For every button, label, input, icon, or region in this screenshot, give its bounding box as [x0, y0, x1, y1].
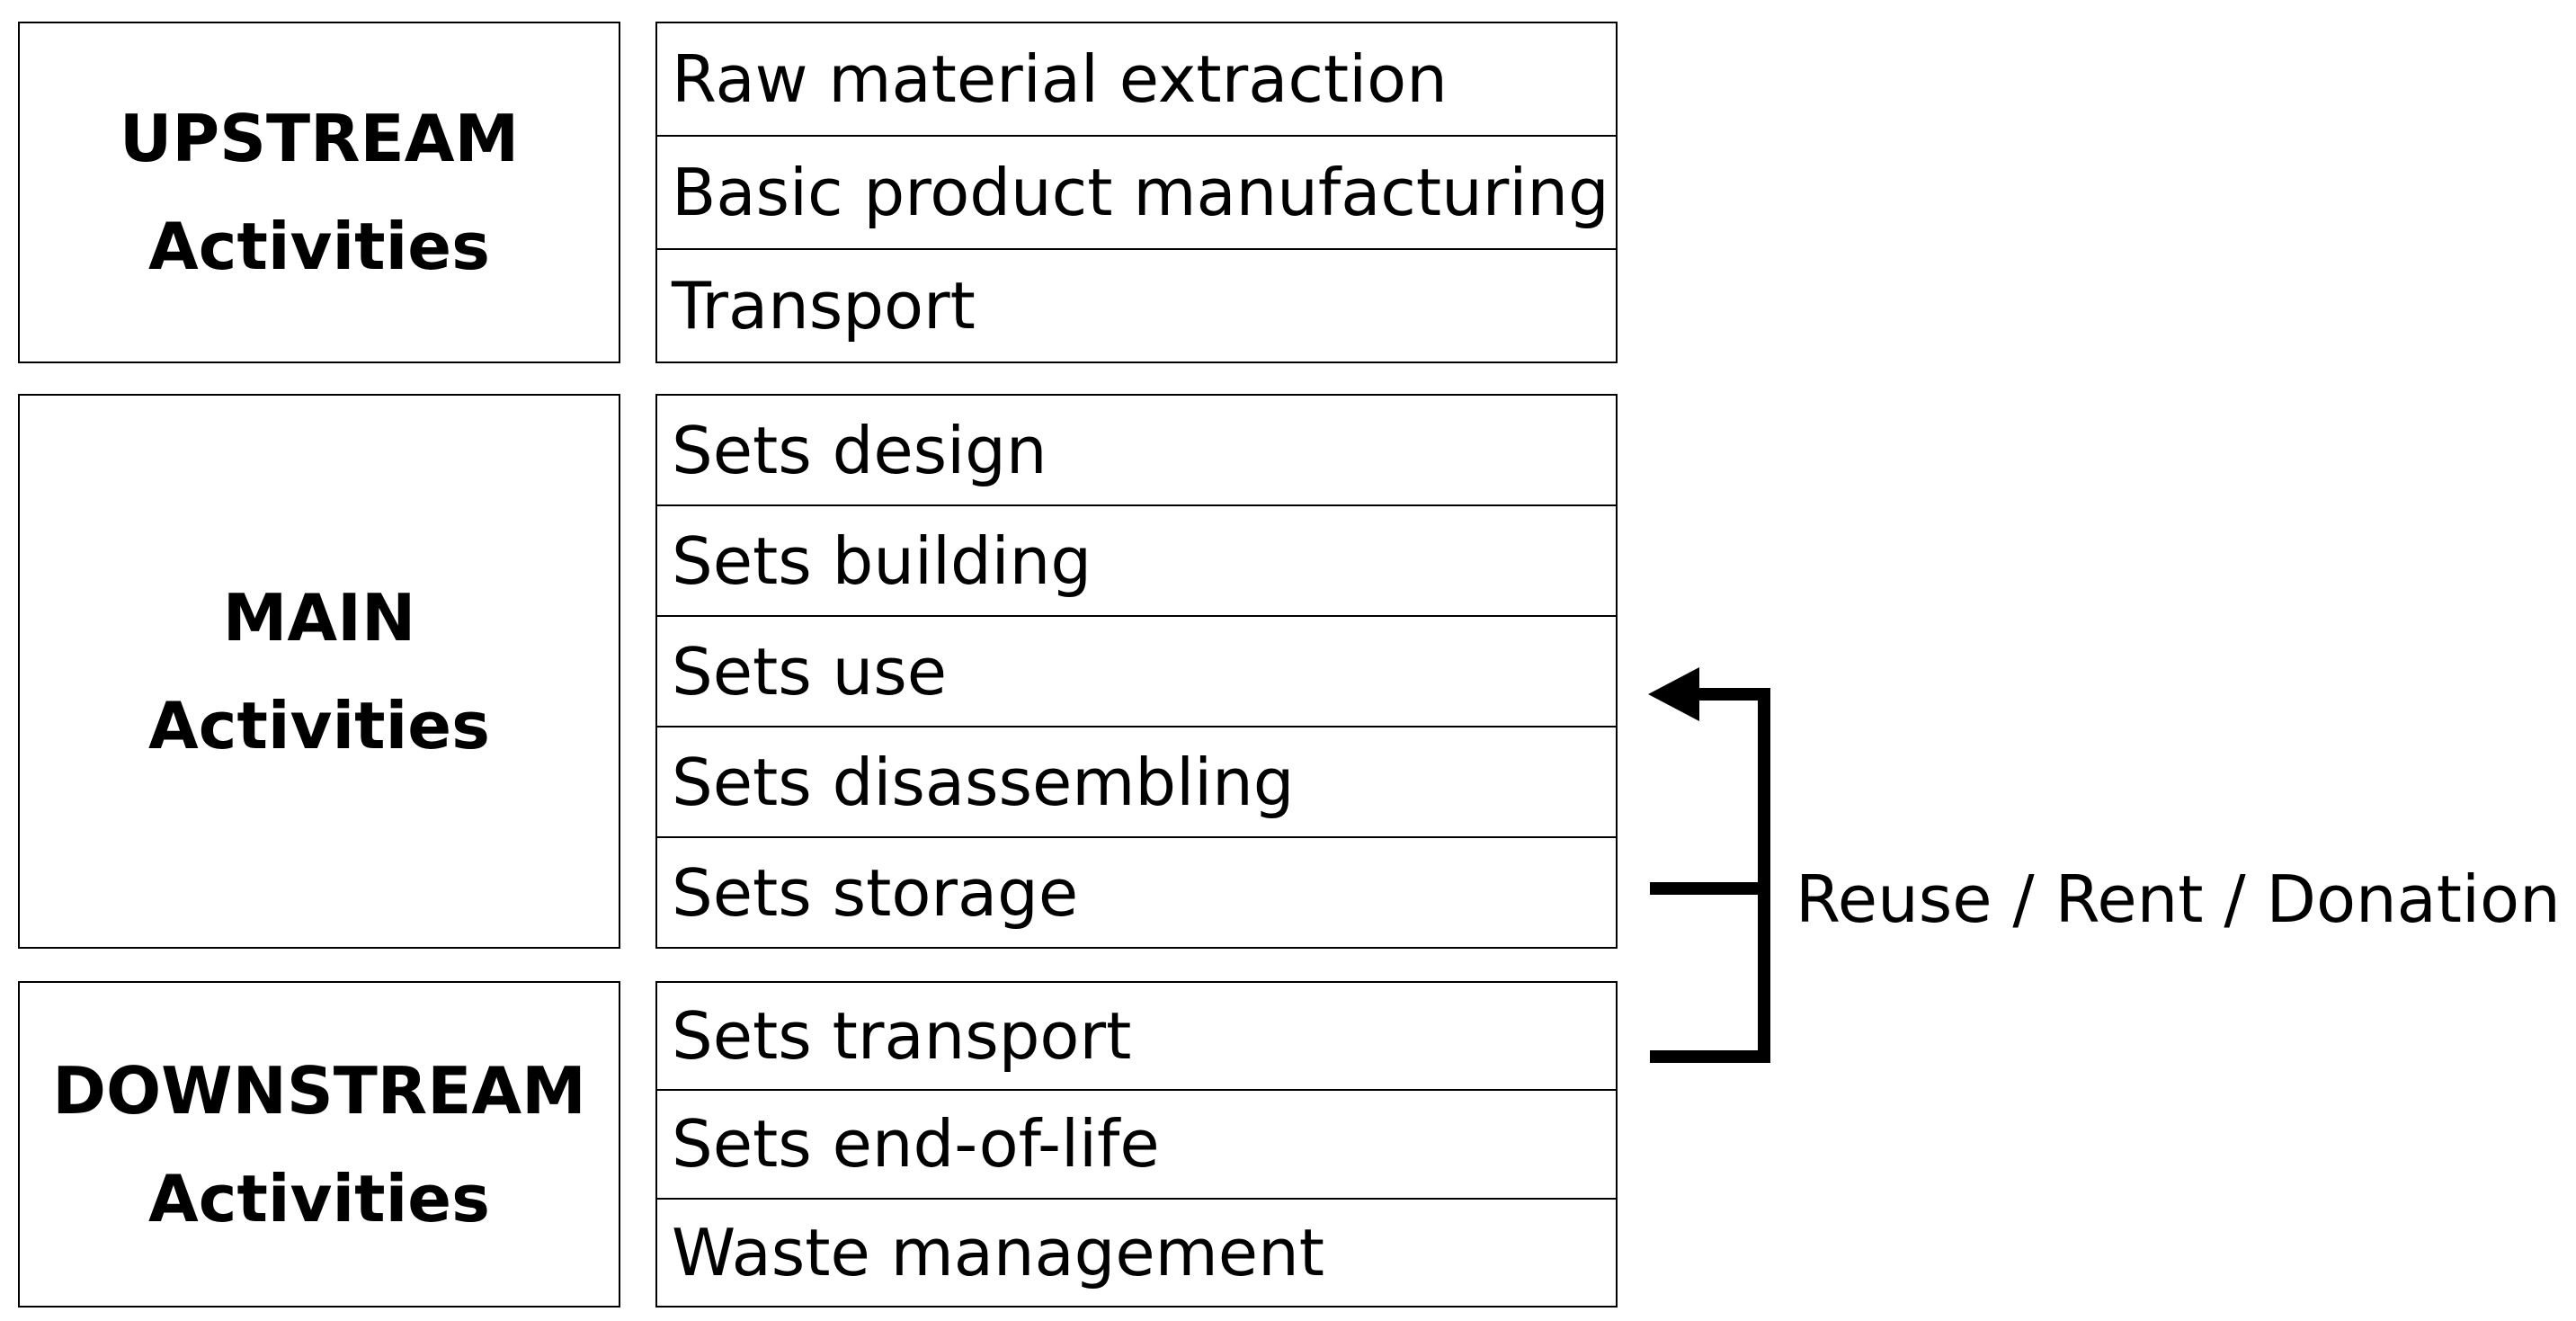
upstream-group-box: UPSTREAM Activities [18, 22, 620, 363]
upstream-title: UPSTREAM [119, 101, 520, 176]
step-sets-transport: Sets transport [672, 998, 1132, 1075]
downstream-title: DOWNSTREAM [52, 1052, 586, 1129]
loop-bracket-line [1650, 688, 1770, 1063]
arrowhead-icon [1648, 667, 1699, 721]
downstream-group-box: DOWNSTREAM Activities [18, 981, 620, 1308]
step-sets-storage: Sets storage [657, 836, 1616, 947]
reuse-rent-donation-label: Reuse / Rent / Donation [1796, 861, 2561, 937]
downstream-steps: Sets transport Sets end-of-life Waste ma… [655, 981, 1618, 1308]
step-sets-design: Sets design [672, 412, 1047, 488]
step-sets-building: Sets building [657, 504, 1616, 615]
main-title: MAIN [222, 579, 416, 656]
main-steps: Sets design Sets building Sets use Sets … [655, 394, 1618, 949]
step-waste-management: Waste management [657, 1197, 1616, 1306]
step-sets-use: Sets use [657, 615, 1616, 726]
main-subtitle: Activities [148, 687, 490, 763]
step-sets-end-of-life: Sets end-of-life [657, 1089, 1616, 1197]
step-basic-product-manufacturing: Basic product manufacturing [657, 135, 1616, 248]
upstream-steps: Raw material extraction Basic product ma… [655, 22, 1618, 363]
main-group-box: MAIN Activities [18, 394, 620, 949]
upstream-subtitle: Activities [148, 209, 490, 284]
downstream-subtitle: Activities [148, 1160, 490, 1236]
step-sets-disassembling: Sets disassembling [657, 726, 1616, 836]
step-transport: Transport [657, 248, 1616, 361]
step-raw-material-extraction: Raw material extraction [672, 41, 1448, 117]
